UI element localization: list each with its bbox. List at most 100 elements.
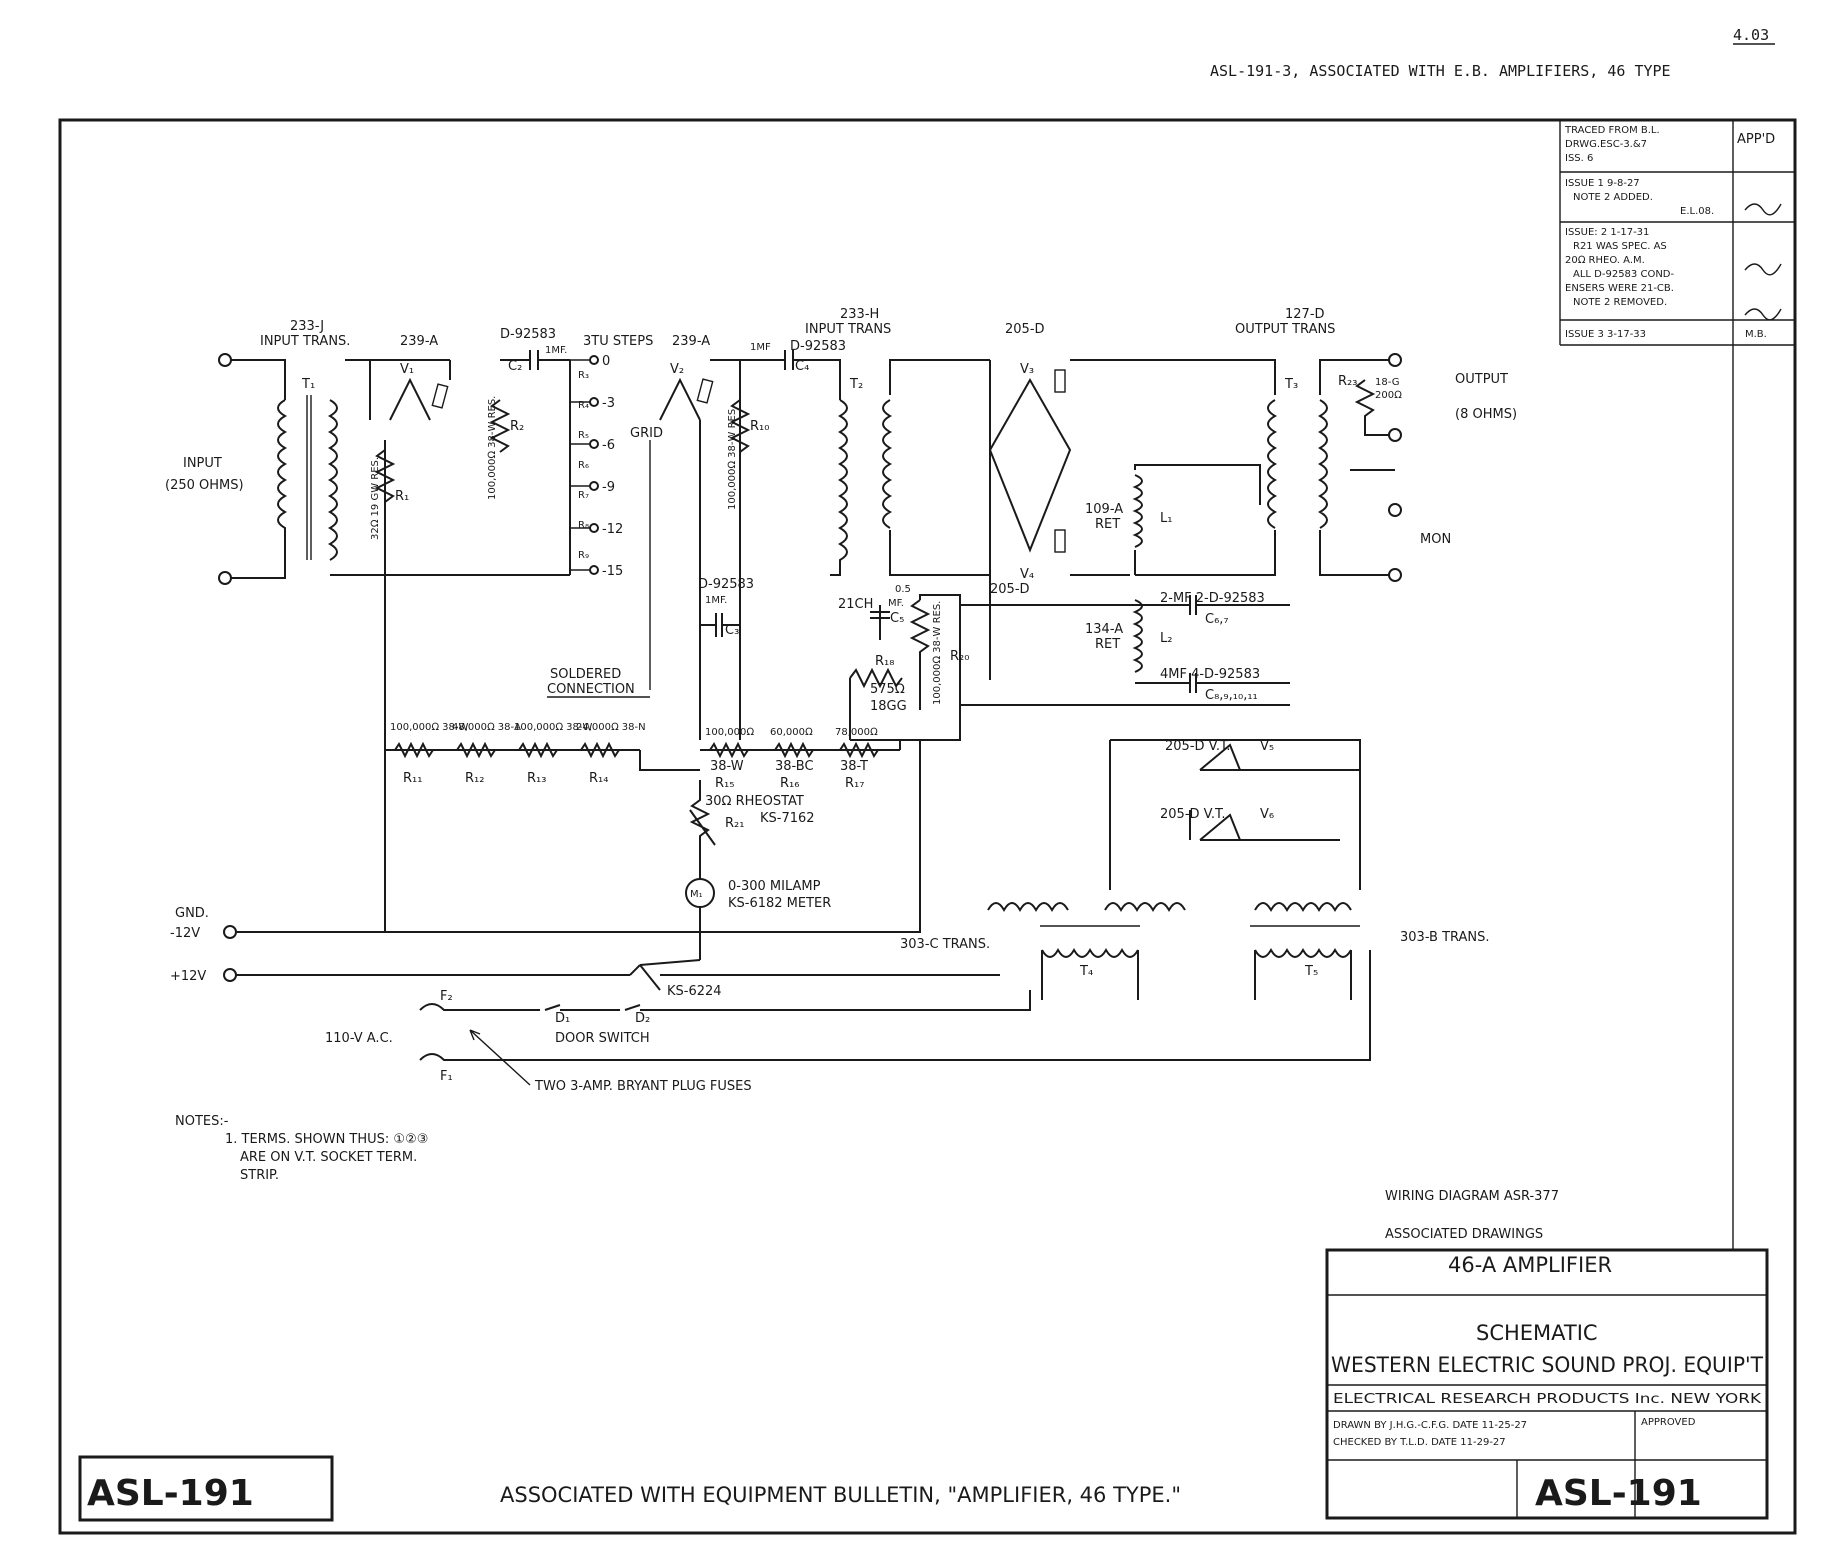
rev-issue2-1: ISSUE: 2 1-17-31 (1565, 227, 1649, 238)
page-title: ASL-191-3, ASSOCIATED WITH E.B. AMPLIFIE… (1210, 62, 1671, 80)
v5-filament (1199, 743, 1241, 771)
c2-capacitor (500, 350, 570, 370)
c5-capacitor (870, 605, 890, 640)
l1-coil (1132, 474, 1143, 548)
footer-number: ASL-191 (87, 1473, 254, 1514)
c3-mf-label: 1MF. (705, 595, 727, 606)
r23-part-2: 200Ω (1375, 390, 1402, 401)
wiring-diagram-ref: WIRING DIAGRAM ASR-377 (1385, 1189, 1559, 1204)
r21-rheostat (689, 780, 716, 850)
tube-205d-bottom-label: 205-D (990, 582, 1030, 597)
attenuator-tap-terminal (589, 439, 599, 449)
output-trans-label-2: OUTPUT TRANS (1235, 322, 1335, 337)
attenuator-steps: 0-3-6-9-12-15 (570, 354, 623, 579)
r1-res-label: 32Ω 19 GW RES. (370, 457, 381, 540)
tube-205d-top-label: 205-D (1005, 322, 1045, 337)
d1-label: D₁ (555, 1011, 570, 1026)
c3-capacitor (700, 613, 740, 637)
transformer-coil (1254, 902, 1352, 913)
v4-label: V₄ (1020, 567, 1034, 582)
l1-wiring (1134, 464, 1261, 575)
r18-value-label: 575Ω (870, 682, 905, 697)
divider-resistor-label: R₁₁ (403, 771, 422, 786)
c5-value-label: 0.5 (895, 584, 911, 595)
rev-issue2-6: NOTE 2 REMOVED. (1573, 297, 1667, 308)
notes: NOTES:- 1. TERMS. SHOWN THUS: ①②③ ARE ON… (175, 1114, 428, 1183)
meter-label-2: KS-6182 METER (728, 896, 831, 911)
l2-coil (1132, 599, 1143, 673)
approval-signature (1744, 203, 1782, 321)
rheostat-label-2: KS-7162 (760, 811, 815, 826)
t3-label: T₃ (1284, 377, 1298, 392)
output-label-1: OUTPUT (1455, 372, 1508, 387)
c5-label: C₅ (890, 611, 904, 626)
c5-mf-label: MF. (888, 598, 904, 609)
input-trans-label-2: INPUT TRANS. (260, 334, 350, 349)
rev-issue1-1: ISSUE 1 9-8-27 (1565, 178, 1640, 189)
divider-resistor-label: R₁₅ (715, 776, 734, 791)
input-trans-label-1: 233-J (290, 319, 324, 334)
m1-label: M₁ (690, 889, 703, 900)
t4-label: T₄ (1079, 964, 1093, 979)
t2-section: 233-H INPUT TRANS T₂ (805, 307, 990, 576)
rev-issue2-4: ALL D-92583 COND- (1573, 269, 1674, 280)
v3-v4-bridge (988, 377, 1072, 553)
c5-r18-section: 21CH 0.5 MF. C₅ R₁₈ 575Ω 18GG 100,000Ω 3… (838, 584, 969, 741)
v1-label: V₁ (400, 362, 414, 377)
v2-filament (659, 377, 701, 421)
title-block: 46-A AMPLIFIER SCHEMATIC WESTERN ELECTRI… (1325, 1248, 1769, 1520)
f1-label: F₁ (440, 1069, 453, 1084)
v3-v4-wiring (989, 359, 1135, 680)
attenuator-step-label: 0 (602, 354, 610, 369)
input-label-2: (250 OHMS) (165, 478, 244, 493)
input-terminal-bottom (218, 571, 232, 585)
soldered-label-1: SOLDERED (550, 667, 621, 682)
rev-issue1-2: NOTE 2 ADDED. (1573, 192, 1653, 203)
attenuator-resistor-label: R₄ (578, 400, 589, 411)
c67-label: C₆,₇ (1205, 612, 1229, 627)
divider-resistor (709, 741, 749, 759)
c4-part-label: D-92583 (790, 339, 846, 354)
power-section: GND. -12V +12V KS-6224 110-V A.C. F₂ F₁ … (170, 740, 1371, 1094)
c4-label: C₄ (795, 359, 809, 374)
divider-resistor-value: 60,000Ω (770, 727, 813, 738)
c-bank-wiring (960, 595, 1290, 706)
v3-label: V₃ (1020, 362, 1034, 377)
r18-resistor (849, 667, 903, 689)
rev-traced-3: ISS. 6 (1565, 153, 1593, 164)
input-section: 233-J INPUT TRANS. INPUT (250 OHMS) T₁ (165, 319, 350, 585)
rev-traced-2: DRWG.ESC-3.&7 (1565, 139, 1647, 150)
tube-239a-1-label: 239-A (400, 334, 438, 349)
ret109a-label-2: RET (1095, 517, 1120, 532)
output-terminal-2 (1388, 428, 1402, 442)
rev-issue1-3: E.L.08. (1680, 206, 1714, 217)
attenuator-resistor-label: R₈ (578, 520, 589, 531)
c8to11-part-label: 4MF 4-D-92583 (1160, 667, 1260, 682)
r10-res-label: 100,000Ω 38-W RES. (727, 406, 738, 510)
attenuator-tap-terminal (589, 397, 599, 407)
attenuator-step-label: -6 (602, 438, 615, 453)
c4-capacitor (710, 350, 830, 370)
title-drawn: DRAWN BY J.H.G.-C.F.G. DATE 11-25-27 (1333, 1420, 1527, 1431)
title-org1: WESTERN ELECTRIC SOUND PROJ. EQUIP'T (1331, 1353, 1763, 1377)
fuse-leader (469, 1029, 531, 1086)
mon-label: MON (1420, 532, 1451, 547)
rev-issue2-2: R21 WAS SPEC. AS (1573, 241, 1667, 252)
v5-v6-stage: 205-D V.T. V₅ 205-D V.T. V₆ 303-C TRANS.… (900, 739, 1490, 1000)
divider-resistor-value: 100,000Ω (705, 727, 754, 738)
attenuator-resistor-label: R₆ (578, 460, 589, 471)
output-terminal-top (1388, 353, 1402, 367)
v6-label: V₆ (1260, 807, 1274, 822)
title-number: ASL-191 (1535, 1473, 1702, 1514)
power-wiring (236, 740, 1000, 976)
divider-r15-r17: 100,000Ω38-WR₁₅60,000Ω38-BCR₁₆78,000Ω38-… (700, 727, 900, 791)
rev-traced-1: TRACED FROM B.L. (1564, 125, 1660, 136)
divider-resistor-type: 38-W (710, 759, 744, 774)
divider-wiring (384, 575, 960, 771)
attenuator-resistor-label: R₃ (578, 370, 589, 381)
retard-coils: 109-A RET L₁ 134-A RET L₂ 2-MF 2-D-92583… (960, 464, 1290, 706)
r18-label: R₁₈ (875, 654, 894, 669)
r20-res-label: 100,000Ω 38-W RES. (932, 601, 943, 705)
c67-part-label: 2-MF 2-D-92583 (1160, 591, 1265, 606)
